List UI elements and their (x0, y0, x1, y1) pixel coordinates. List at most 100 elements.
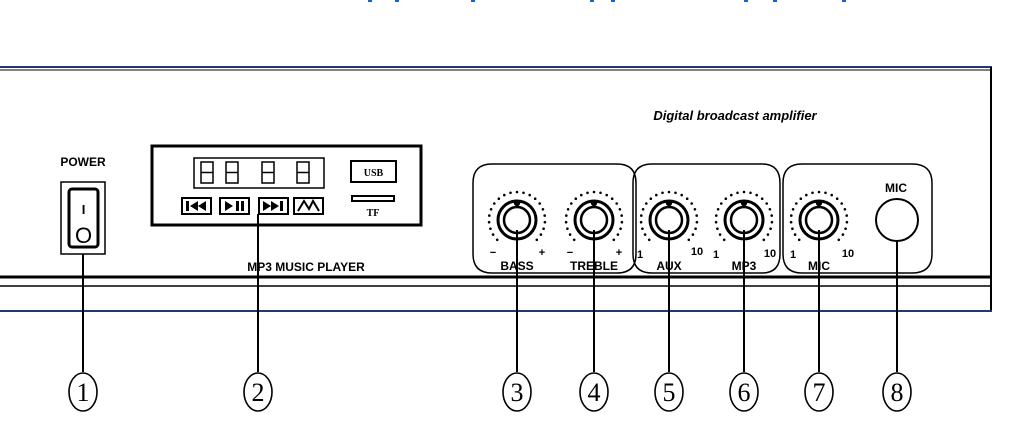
scale-dot (542, 227, 545, 230)
scale-dot (718, 233, 722, 236)
scale-dot (716, 208, 720, 211)
play-pause-icon (225, 201, 244, 211)
mp3-max-mark: 10 (764, 248, 776, 260)
mic-min-mark: 1 (790, 249, 796, 261)
scale-dot (714, 220, 718, 224)
callout-number: 3 (511, 378, 524, 407)
scale-dot (667, 190, 671, 194)
input-control-group-frame (632, 163, 781, 274)
callout-number: 1 (77, 378, 90, 407)
power-on-glyph: I (82, 202, 86, 217)
scale-dot (790, 214, 793, 217)
scale-dot (716, 227, 719, 230)
scale-dot (845, 220, 849, 224)
scale-dot (565, 214, 568, 217)
scale-dot (730, 193, 733, 197)
scale-dot (722, 238, 726, 242)
scale-dot (824, 191, 827, 195)
mp3-player-module: USB TF (150, 144, 423, 227)
scale-dot (509, 191, 512, 195)
scale-dot (845, 214, 848, 217)
scale-dot (616, 233, 620, 236)
scale-dot (515, 190, 519, 194)
next-icon (263, 201, 283, 211)
callout-number: 2 (252, 378, 265, 407)
callout-3: 3 (502, 372, 532, 412)
mic-control-group-frame (782, 163, 933, 274)
scale-dot (566, 227, 569, 230)
scale-dot (830, 193, 833, 197)
knob-scales (487, 190, 849, 242)
scale-dot (488, 214, 491, 217)
scale-dot (493, 202, 496, 205)
scale-dot (543, 220, 547, 224)
callout-6: 6 (729, 372, 759, 412)
aux-min-mark: 1 (637, 249, 643, 261)
callout-number: 7 (813, 378, 826, 407)
scale-dot (645, 202, 648, 205)
mic-input-jack[interactable] (875, 198, 919, 242)
tf-slot[interactable]: TF (351, 195, 395, 219)
previous-button[interactable] (181, 197, 212, 215)
callout-number: 5 (663, 378, 676, 407)
callout-5: 5 (654, 372, 684, 412)
scale-dot (487, 220, 491, 224)
scale-dot (599, 191, 602, 195)
scale-dot (570, 202, 573, 205)
scale-dot (528, 193, 531, 197)
scale-dot (522, 191, 525, 195)
power-label: POWER (60, 155, 106, 169)
scale-dot (770, 220, 774, 224)
scale-dot (691, 233, 695, 236)
bass-min-mark: − (490, 247, 496, 259)
scale-dot (489, 208, 493, 211)
scale-dot (615, 202, 618, 205)
scale-dot (572, 238, 576, 242)
scale-dot (620, 214, 623, 217)
scale-dot (538, 202, 541, 205)
scale-dot (724, 197, 728, 200)
scale-dot (680, 193, 683, 197)
scale-dot (844, 227, 847, 230)
scale-dot (694, 227, 697, 230)
scale-dot (647, 238, 651, 242)
mic-jack-label: MIC (885, 181, 907, 195)
callout-1: 1 (68, 372, 98, 412)
callout-leaders (82, 214, 898, 372)
tf-label: TF (367, 208, 380, 219)
scale-dot (795, 202, 798, 205)
mode-button[interactable] (293, 197, 324, 215)
mp3-min-mark: 1 (713, 249, 719, 261)
aux-max-mark: 10 (691, 246, 703, 258)
scale-dot (805, 193, 808, 197)
callout-number: 6 (738, 378, 751, 407)
scale-dot (580, 193, 583, 197)
scale-dot (674, 191, 677, 195)
usb-label: USB (364, 168, 384, 179)
mic-max-mark: 10 (842, 248, 854, 260)
play-pause-button[interactable] (219, 197, 250, 215)
scale-dot (568, 233, 572, 236)
next-button[interactable] (258, 197, 289, 215)
scale-dot (791, 208, 795, 211)
treble-max-mark: + (616, 247, 622, 259)
scale-dot (793, 233, 797, 236)
scale-dot (768, 208, 772, 211)
scale-dot (655, 193, 658, 197)
power-switch[interactable]: I O (60, 181, 106, 255)
scale-dot (685, 197, 689, 200)
scale-dot (618, 208, 622, 211)
scale-dot (690, 202, 693, 205)
scale-dot (564, 220, 568, 224)
scale-dot (574, 197, 578, 200)
scale-dot (770, 214, 773, 217)
scale-dot (539, 233, 543, 236)
usb-port[interactable]: USB (350, 160, 397, 183)
scale-dot (769, 227, 772, 230)
scale-dot (765, 202, 768, 205)
scale-dot (749, 191, 752, 195)
scale-dot (605, 193, 608, 197)
